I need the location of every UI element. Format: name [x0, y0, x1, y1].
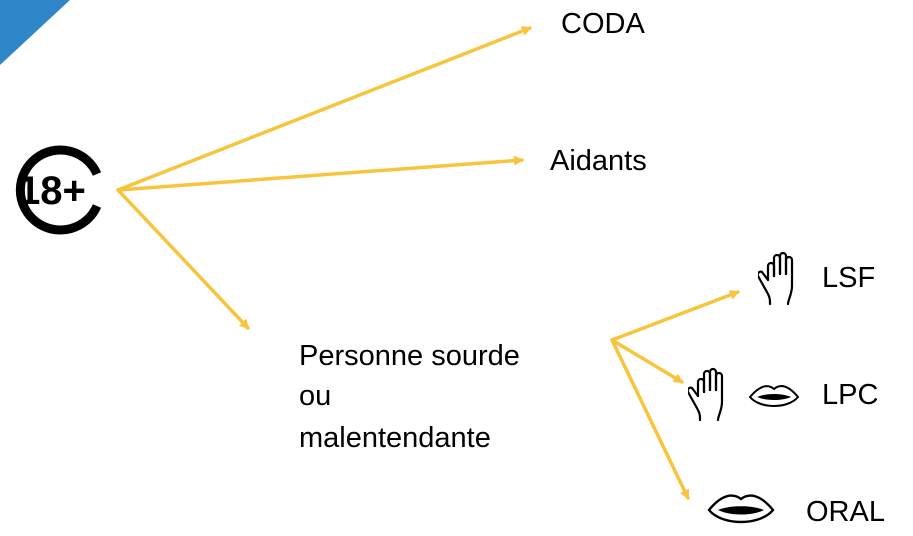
- lips-icon: [706, 490, 776, 535]
- label-lpc: LPC: [822, 379, 879, 411]
- arrow-to-oral: [610, 338, 690, 500]
- age-18-plus-icon: 18+: [4, 140, 114, 245]
- hand-icon: [756, 250, 806, 311]
- label-personne-line2: ou: [299, 380, 332, 412]
- arrow-to-aidants: [116, 155, 524, 192]
- label-aidants: Aidants: [550, 145, 647, 177]
- corner-decoration: [0, 0, 70, 65]
- label-personne-line1: Personne sourde: [299, 340, 520, 372]
- age-badge-text: 18+: [18, 169, 86, 213]
- label-personne-line3: malentendante: [299, 422, 491, 454]
- lips-icon: [748, 382, 800, 417]
- label-oral: ORAL: [806, 496, 885, 528]
- arrow-to-personne: [116, 188, 250, 330]
- arrow-to-coda: [116, 26, 532, 192]
- hand-icon: [686, 366, 736, 427]
- arrow-to-lsf: [610, 290, 740, 342]
- label-coda: CODA: [561, 8, 645, 40]
- arrow-to-lpc: [610, 338, 684, 384]
- label-lsf: LSF: [822, 262, 876, 294]
